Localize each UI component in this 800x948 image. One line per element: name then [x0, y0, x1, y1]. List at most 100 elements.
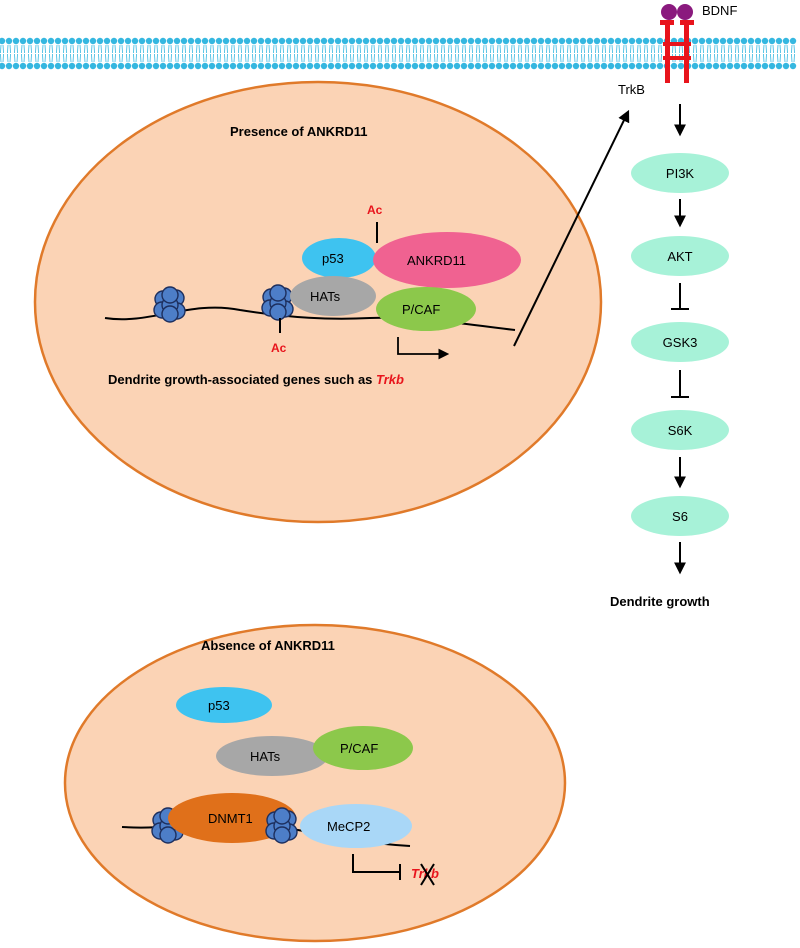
membrane-tail-inner: [231, 53, 235, 63]
membrane-head-outer: [5, 37, 13, 45]
membrane-tail-inner: [546, 53, 550, 63]
membrane-tail-inner: [112, 53, 116, 63]
membrane-tail-inner: [154, 53, 158, 63]
membrane-tail-inner: [140, 53, 144, 63]
membrane-head-inner: [201, 62, 209, 70]
membrane-head-outer: [705, 37, 713, 45]
membrane-head-inner: [138, 62, 146, 70]
membrane-tail-inner: [497, 53, 501, 63]
membrane-tail-outer: [483, 44, 487, 54]
receptor-stem-right: [684, 25, 689, 83]
membrane-tail-outer: [273, 44, 277, 54]
membrane-tail-outer: [294, 44, 298, 54]
tss-arrow: [397, 337, 450, 360]
membrane-tail-inner: [119, 53, 123, 63]
membrane-tail-outer: [455, 44, 459, 54]
membrane-head-outer: [117, 37, 125, 45]
membrane-tail-outer: [91, 44, 95, 54]
trkb-receptor: BDNF TrkB: [618, 3, 737, 97]
membrane-tail-inner: [441, 53, 445, 63]
membrane-tail-inner: [560, 53, 564, 63]
bdnf-ligand-right: [677, 4, 693, 20]
membrane-tail-inner: [357, 53, 361, 63]
membrane-head-outer: [544, 37, 552, 45]
hats-label: HATs: [310, 289, 341, 304]
genes-label: Dendrite growth-associated genes such as…: [108, 372, 404, 387]
membrane-tail-outer: [63, 44, 67, 54]
membrane-tail-outer: [35, 44, 39, 54]
trkb-label: TrkB: [618, 82, 645, 97]
membrane-head-outer: [453, 37, 461, 45]
membrane-tail-inner: [448, 53, 452, 63]
membrane-head-outer: [215, 37, 223, 45]
membrane-tail-outer: [371, 44, 375, 54]
membrane-tail-inner: [728, 53, 732, 63]
membrane-head-inner: [390, 62, 398, 70]
membrane-tail-outer: [7, 44, 11, 54]
membrane-tail-inner: [714, 53, 718, 63]
membrane-head-inner: [82, 62, 90, 70]
membrane-head-outer: [383, 37, 391, 45]
membrane-head-outer: [180, 37, 188, 45]
membrane-head-inner: [733, 62, 741, 70]
membrane-head-inner: [131, 62, 139, 70]
membrane-head-outer: [145, 37, 153, 45]
membrane-tail-outer: [469, 44, 473, 54]
membrane-tail-inner: [518, 53, 522, 63]
membrane-head-inner: [369, 62, 377, 70]
membrane-head-inner: [565, 62, 573, 70]
membrane-tail-outer: [623, 44, 627, 54]
membrane-head-outer: [103, 37, 111, 45]
membrane-tail-outer: [497, 44, 501, 54]
membrane-head-outer: [327, 37, 335, 45]
membrane-tail-inner: [329, 53, 333, 63]
membrane-tail-inner: [350, 53, 354, 63]
membrane-tail-outer: [399, 44, 403, 54]
membrane-tail-inner: [392, 53, 396, 63]
membrane-head-outer: [418, 37, 426, 45]
membrane-head-outer: [775, 37, 783, 45]
membrane-tail-outer: [749, 44, 753, 54]
membrane-tail-outer: [525, 44, 529, 54]
membrane-head-inner: [572, 62, 580, 70]
membrane-head-inner: [474, 62, 482, 70]
pcaf-label: P/CAF: [402, 302, 440, 317]
membrane-head-inner: [614, 62, 622, 70]
receptor-cap-right: [680, 20, 694, 25]
membrane-head-outer: [89, 37, 97, 45]
membrane-head-inner: [173, 62, 181, 70]
membrane-head-outer: [649, 37, 657, 45]
pathway-node-label: S6: [672, 509, 688, 524]
membrane-tail-inner: [511, 53, 515, 63]
membrane-tail-outer: [735, 44, 739, 54]
membrane-head-outer: [768, 37, 776, 45]
membrane-head-outer: [761, 37, 769, 45]
histone-subunit: [273, 807, 291, 825]
membrane-head-outer: [572, 37, 580, 45]
membrane-tail-inner: [742, 53, 746, 63]
membrane-head-inner: [292, 62, 300, 70]
membrane-tail-inner: [49, 53, 53, 63]
membrane-head-inner: [40, 62, 48, 70]
membrane-tail-inner: [301, 53, 305, 63]
membrane-head-inner: [586, 62, 594, 70]
membrane-head-inner: [285, 62, 293, 70]
membrane-head-outer: [47, 37, 55, 45]
membrane-tail-outer: [448, 44, 452, 54]
membrane-tail-outer: [693, 44, 697, 54]
membrane-head-inner: [432, 62, 440, 70]
absence-cell-body: [63, 623, 567, 943]
bdnf-label: BDNF: [702, 3, 737, 18]
repression-symbol: [352, 854, 401, 880]
membrane-head-outer: [747, 37, 755, 45]
membrane-tail-inner: [266, 53, 270, 63]
membrane-head-outer: [376, 37, 384, 45]
membrane-tail-inner: [21, 53, 25, 63]
membrane-tail-outer: [714, 44, 718, 54]
membrane-head-outer: [614, 37, 622, 45]
membrane-tail-inner: [161, 53, 165, 63]
membrane-head-outer: [593, 37, 601, 45]
genes-label-text: Dendrite growth-associated genes such as: [108, 372, 376, 387]
membrane-head-outer: [0, 37, 6, 45]
